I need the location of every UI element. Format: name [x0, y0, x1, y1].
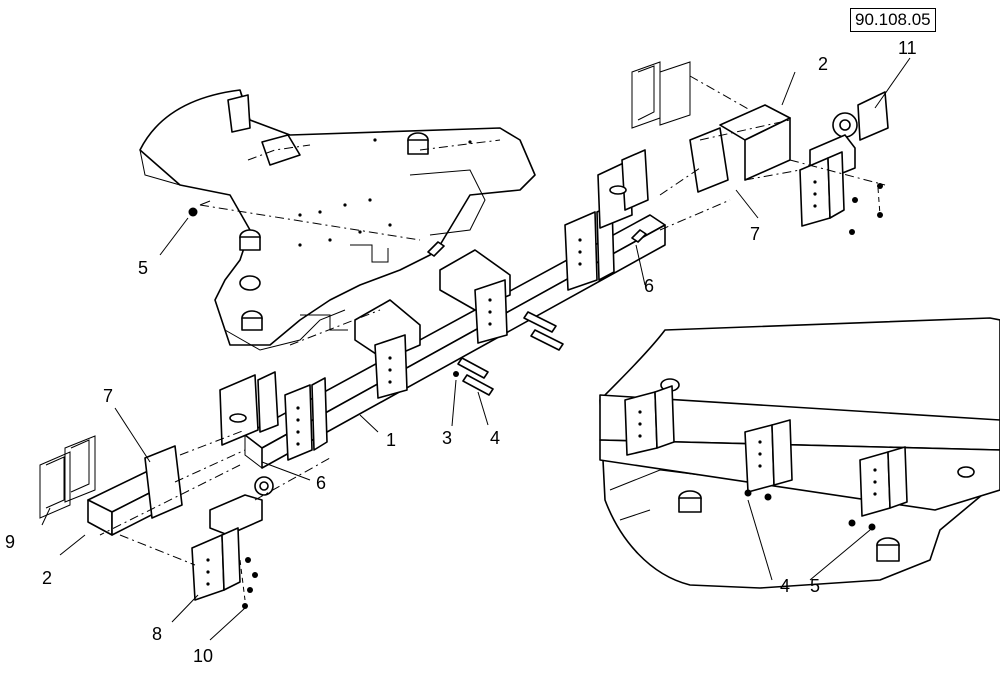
callout-7-right: 7 — [750, 224, 760, 244]
callout-7-left: 7 — [103, 386, 113, 406]
main-tube — [244, 214, 666, 469]
callout-4-inset: 4 — [780, 576, 790, 596]
chassis-frame-plate — [139, 89, 536, 351]
tube-brackets — [219, 149, 649, 461]
callout-1: 1 — [386, 430, 396, 450]
callout-2-right: 2 — [818, 54, 828, 74]
callout-2-left: 2 — [42, 568, 52, 588]
callout-8: 8 — [152, 624, 162, 644]
left-end-assembly — [39, 435, 274, 609]
callout-5-left: 5 — [138, 258, 148, 278]
callout-6-right: 6 — [644, 276, 654, 296]
leader-lines — [41, 57, 911, 641]
callouts: 1 2 2 3 4 4 5 5 6 6 7 7 8 9 10 11 — [5, 38, 917, 666]
inset-detail-view — [599, 317, 1000, 589]
callout-9: 9 — [5, 532, 15, 552]
callout-3: 3 — [442, 428, 452, 448]
right-end-assembly — [631, 61, 889, 235]
callout-11: 11 — [898, 38, 917, 58]
callout-5-inset: 5 — [810, 576, 820, 596]
assembly-lines — [99, 75, 886, 601]
callout-4-center: 4 — [490, 428, 500, 448]
callout-6-left: 6 — [316, 473, 326, 493]
callout-10: 10 — [193, 646, 213, 666]
reference-number-box: 90.108.05 — [850, 8, 936, 32]
hardware-bolts — [188, 200, 647, 396]
